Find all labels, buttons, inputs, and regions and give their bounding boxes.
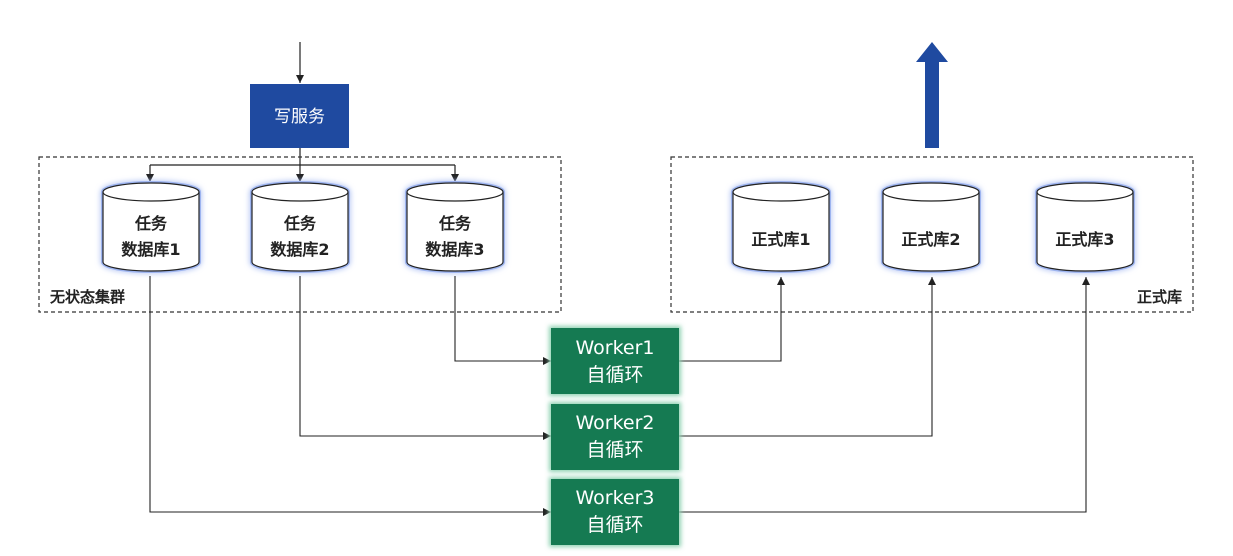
task-database-3-line1: 任务 — [438, 214, 472, 233]
production-database-1-label: 正式库1 — [751, 230, 810, 249]
worker-3-mode: 自循环 — [586, 514, 643, 536]
production-database-1: 正式库1 — [731, 181, 831, 273]
write-distribution-lines — [146, 148, 459, 182]
task-database-3: 任务 数据库3 — [405, 181, 505, 273]
write-service-label: 写服务 — [274, 107, 325, 127]
write-service-node: 写服务 — [250, 84, 349, 148]
task-database-2: 任务 数据库2 — [250, 181, 350, 273]
production-database-3: 正式库3 — [1035, 181, 1135, 273]
output-up-arrow — [916, 42, 948, 148]
production-cluster-label: 正式库 — [1137, 288, 1182, 306]
worker-2: Worker2 自循环 — [549, 402, 681, 472]
worker-3-name: Worker3 — [575, 487, 654, 509]
task-database-3-line2: 数据库3 — [425, 240, 484, 259]
worker-1-mode: 自循环 — [586, 364, 643, 386]
task-database-1-line2: 数据库1 — [121, 240, 180, 259]
task-database-1-line1: 任务 — [134, 214, 168, 233]
worker-2-name: Worker2 — [575, 412, 654, 434]
production-database-2-label: 正式库2 — [901, 230, 960, 249]
task-database-2-line1: 任务 — [283, 214, 317, 233]
worker-to-production-connectors — [679, 277, 1090, 513]
worker-1: Worker1 自循环 — [549, 326, 681, 396]
task-database-2-line2: 数据库2 — [270, 240, 329, 259]
production-database-2: 正式库2 — [881, 181, 981, 273]
task-database-1: 任务 数据库1 — [101, 181, 201, 273]
worker-1-name: Worker1 — [575, 337, 654, 359]
task-to-worker-connectors — [149, 276, 551, 516]
stateless-cluster-label: 无状态集群 — [49, 288, 125, 306]
worker-2-mode: 自循环 — [586, 439, 643, 461]
worker-3: Worker3 自循环 — [549, 477, 681, 547]
production-database-3-label: 正式库3 — [1055, 230, 1114, 249]
